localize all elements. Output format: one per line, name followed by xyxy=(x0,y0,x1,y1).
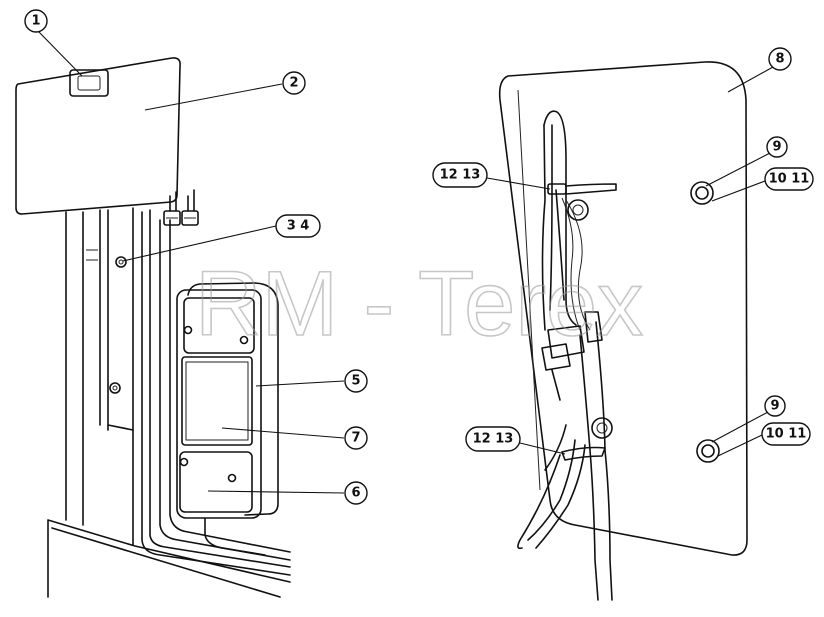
callouts: 1 2 3 4 5 7 6 8 9 10 11 xyxy=(24,9,814,505)
hose-bundle xyxy=(141,209,291,576)
bolt-hole xyxy=(109,382,121,394)
callout-10-11-upper: 10 11 xyxy=(769,172,810,187)
latch xyxy=(69,69,109,97)
callout-8: 8 xyxy=(775,52,784,67)
callout-2: 2 xyxy=(289,76,298,91)
cover-plate xyxy=(15,57,181,215)
frame-member xyxy=(47,519,291,598)
cable-tie-lower xyxy=(517,446,606,550)
harness-nut-lower xyxy=(591,417,613,439)
callout-6: 6 xyxy=(351,486,360,501)
connector xyxy=(541,325,585,401)
callout-10-11-lower: 10 11 xyxy=(766,427,807,442)
callout-1: 1 xyxy=(31,14,40,29)
panel xyxy=(498,61,748,556)
control-box-housing xyxy=(187,282,279,516)
nut-lower xyxy=(696,439,720,463)
hose-fittings xyxy=(163,189,199,226)
right-assembly xyxy=(498,61,748,601)
callout-12-13-upper: 12 13 xyxy=(440,168,481,183)
left-assembly xyxy=(15,57,291,598)
callout-7: 7 xyxy=(351,431,360,446)
watermark: RM - Terex xyxy=(195,253,643,355)
nut-upper xyxy=(690,181,714,205)
callout-5: 5 xyxy=(351,374,360,389)
control-box xyxy=(176,289,266,556)
main-cable xyxy=(579,321,613,601)
vertical-post xyxy=(65,207,134,546)
bolt-hole xyxy=(115,256,127,268)
callout-12-13-lower: 12 13 xyxy=(473,432,514,447)
callout-3-4: 3 4 xyxy=(287,219,310,234)
thin-wires xyxy=(561,197,591,331)
callout-9-lower: 9 xyxy=(770,399,779,414)
harness-nut-upper xyxy=(567,199,589,221)
callout-9-upper: 9 xyxy=(772,140,781,155)
cable-tie-upper xyxy=(547,183,617,195)
